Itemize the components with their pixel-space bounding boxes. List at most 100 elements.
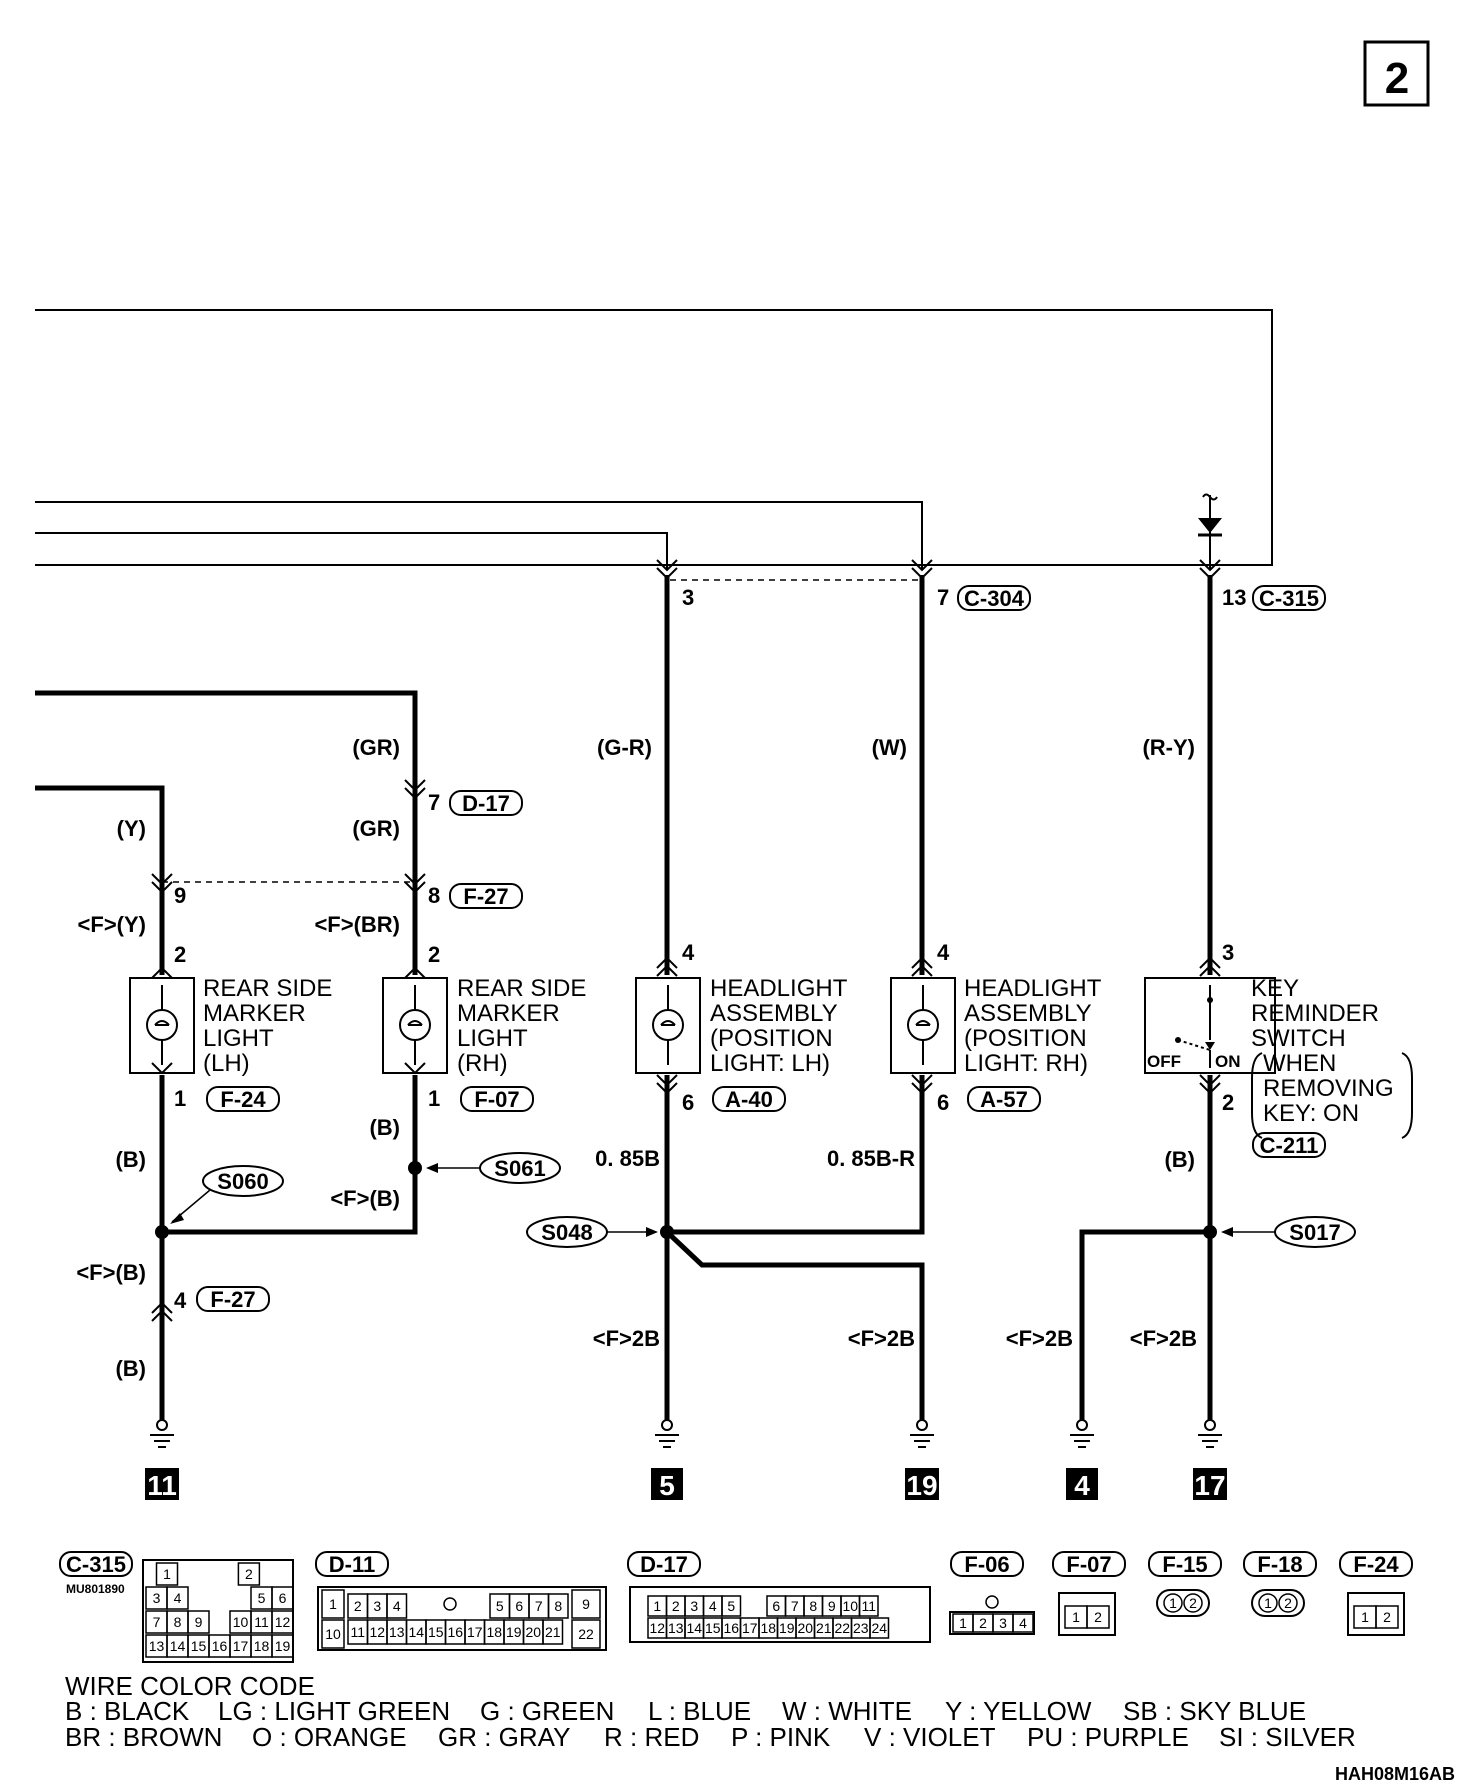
connector-cavity: 10 (325, 1626, 341, 1642)
pin-3: 3 (682, 585, 694, 610)
pin-3-key: 3 (1222, 940, 1234, 965)
wire-r-y: (R-Y) (1142, 735, 1195, 760)
connector-cavity: 1 (1264, 1595, 1272, 1611)
svg-text:C-211: C-211 (1260, 1133, 1319, 1158)
legend-entry: P : PINK (731, 1722, 831, 1752)
connector-cavity: 7 (153, 1614, 161, 1630)
connector-cavity: 13 (668, 1620, 684, 1636)
connector-cavity: 9 (828, 1598, 836, 1614)
pin-7: 7 (937, 585, 949, 610)
pin-2-rh: 2 (428, 942, 440, 967)
thin-wires (35, 309, 1273, 570)
ground-points: 11 5 19 4 17 (145, 1468, 1227, 1501)
connector-cavity: 12 (275, 1614, 291, 1630)
wire-b-rh: (B) (369, 1115, 400, 1140)
wire-f-b-left: <F>(B) (76, 1260, 146, 1285)
conn-d17: D-17 (449, 790, 523, 816)
pin-1-rh: 1 (428, 1086, 440, 1111)
connector-cavity: 18 (486, 1624, 502, 1640)
splice-s061: S061 (426, 1152, 561, 1184)
svg-text:S061: S061 (494, 1156, 545, 1181)
wire-b-left: (B) (115, 1147, 146, 1172)
legend-entry: SI : SILVER (1219, 1722, 1356, 1752)
connector-cavity: 20 (525, 1624, 541, 1640)
connector-cavity: 1 (1169, 1595, 1177, 1611)
connector-cavity: 2 (979, 1615, 987, 1631)
pin-9: 9 (174, 883, 186, 908)
svg-text:D-17: D-17 (462, 791, 510, 816)
page-number-box: 2 (1363, 40, 1430, 107)
svg-text:F-18: F-18 (1257, 1552, 1302, 1577)
pin-2-key: 2 (1222, 1090, 1234, 1115)
pin-1-lh: 1 (174, 1086, 186, 1111)
wire-gr-mid: (GR) (352, 816, 400, 841)
connector-cavity: 4 (1019, 1615, 1027, 1631)
connector-cavity: 1 (1072, 1609, 1080, 1625)
pin-4-a57: 4 (937, 940, 950, 965)
ground-19: 19 (906, 1470, 937, 1501)
connector-cavity: 2 (1189, 1595, 1197, 1611)
connector-cavity: 2 (1094, 1609, 1102, 1625)
svg-text:D-17: D-17 (640, 1552, 688, 1577)
connector-cavity: 5 (258, 1590, 266, 1606)
connector-cavity: 11 (861, 1598, 876, 1614)
connector-cavity: 7 (791, 1598, 799, 1614)
connector-cavity: 8 (174, 1614, 182, 1630)
svg-text:A-40: A-40 (725, 1087, 773, 1112)
connector-cavity: 11 (350, 1624, 365, 1640)
connector-cavity: 12 (369, 1624, 385, 1640)
conn-f07: F-07 (460, 1086, 534, 1112)
svg-text:MU801890: MU801890 (66, 1582, 125, 1596)
ground-17: 17 (1194, 1470, 1225, 1501)
legend-entry: SB : SKY BLUE (1123, 1696, 1306, 1726)
legend-entry: B : BLACK (65, 1696, 190, 1726)
svg-text:A-57: A-57 (980, 1087, 1028, 1112)
ground-4: 4 (1074, 1470, 1090, 1501)
connector-cavity: 21 (816, 1620, 832, 1636)
connector-cavity: 24 (871, 1620, 887, 1636)
legend-entry: R : RED (604, 1722, 699, 1752)
connector-cavity: 1 (959, 1615, 967, 1631)
svg-text:F-06: F-06 (964, 1552, 1009, 1577)
legend-entry: Y : YELLOW (945, 1696, 1092, 1726)
pin-13: 13 (1222, 585, 1246, 610)
legend-entry: L : BLUE (648, 1696, 751, 1726)
wire-f2b-3: <F>2B (1006, 1326, 1073, 1351)
connector-cavity: 10 (233, 1614, 249, 1630)
conn-c304: C-304 (957, 585, 1031, 611)
page-number: 2 (1385, 54, 1409, 103)
connector-cavity: 16 (723, 1620, 739, 1636)
wire-f2b-4: <F>2B (1130, 1326, 1197, 1351)
conn-f27-top: F-27 (449, 883, 523, 909)
legend-entry: O : ORANGE (252, 1722, 407, 1752)
connector-cavity: 13 (149, 1638, 165, 1654)
connector-cavity: 10 (842, 1598, 858, 1614)
connector-cavity: 14 (686, 1620, 702, 1636)
connector-cavity: 2 (1383, 1609, 1391, 1625)
conn-f27-bottom: F-27 (196, 1286, 270, 1312)
connector-marks (151, 559, 1221, 1322)
connector-cavity: 12 (649, 1620, 665, 1636)
connector-cavity: 1 (653, 1598, 661, 1614)
pin-2-lh: 2 (174, 942, 186, 967)
svg-text:F-27: F-27 (463, 884, 508, 909)
wire-f-b-rh: <F>(B) (330, 1186, 400, 1211)
diagram-code: HAH08M16AB (1335, 1764, 1455, 1784)
connector-cavity: 1 (1361, 1609, 1369, 1625)
splice-labels: S060 S061 S048 S017 (170, 1152, 1356, 1248)
legend-entry: LG : LIGHT GREEN (218, 1696, 450, 1726)
connector-cavity: 5 (496, 1598, 504, 1614)
switch-on-label: ON (1215, 1052, 1241, 1071)
svg-text:S048: S048 (541, 1220, 592, 1245)
connector-cavity: 20 (797, 1620, 813, 1636)
